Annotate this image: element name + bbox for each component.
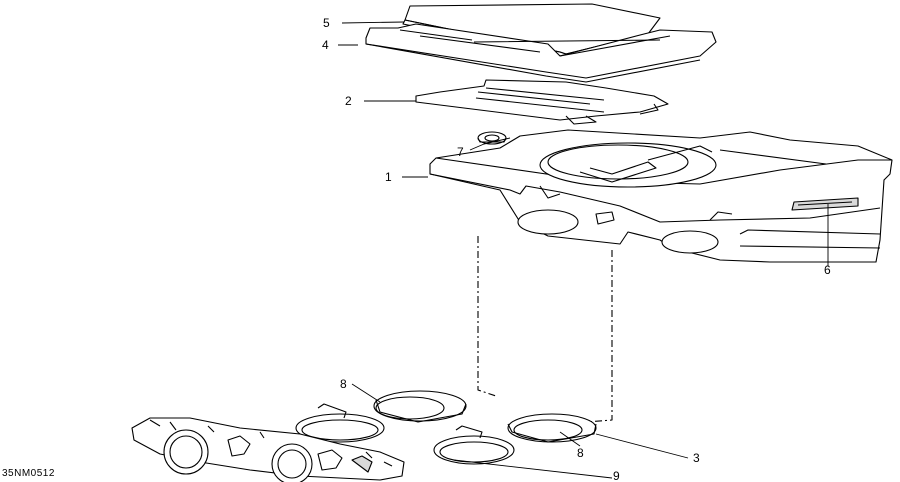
figure-code: 35NM0512: [2, 468, 55, 479]
part-2-filter: [415, 79, 669, 125]
part-1-airbox: [429, 129, 893, 263]
callout-part-8-upper: 8: [340, 377, 347, 391]
throttle-body-assembly: [131, 417, 405, 482]
leader-lines: [338, 21, 829, 479]
part-9-clamp-lower: [433, 425, 515, 465]
part-8-upper-adapter: [373, 390, 467, 423]
callout-part-8-lower: 8: [577, 446, 584, 460]
part-8-lower-adapter: [507, 413, 597, 443]
callout-part-7: 7: [457, 145, 464, 159]
callout-part-5: 5: [323, 16, 330, 30]
part-4-frame: [365, 23, 717, 83]
callout-part-6: 6: [824, 263, 831, 277]
callout-part-2: 2: [345, 94, 352, 108]
guide-lines: [477, 236, 613, 423]
callout-part-1: 1: [385, 170, 392, 184]
callout-part-3: 3: [693, 451, 700, 465]
callout-part-9: 9: [613, 469, 620, 482]
callout-part-4: 4: [322, 38, 329, 52]
part-9-clamp-upper: [295, 403, 385, 443]
